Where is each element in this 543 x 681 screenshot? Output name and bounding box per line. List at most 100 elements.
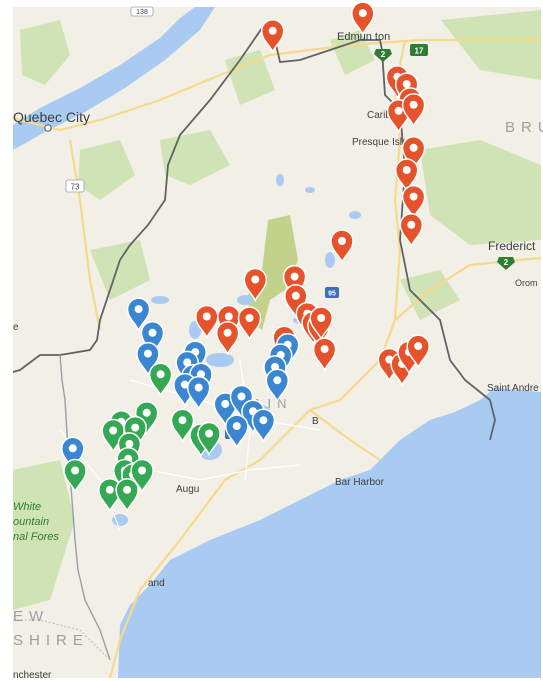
marker-pin-dot — [358, 9, 367, 18]
shield-73: 73 — [65, 179, 85, 193]
map-marker-red[interactable] — [312, 337, 337, 373]
park-area — [248, 215, 298, 330]
label-oromocto: Orom — [515, 278, 538, 288]
label-augusta: Augu — [176, 484, 199, 495]
label-white-mountain-2: ountain — [13, 516, 49, 528]
map-marker-blue[interactable] — [126, 297, 151, 333]
marker-pin-shape — [140, 321, 165, 356]
marker-pin-dot — [68, 444, 77, 453]
label-manchester: nchester — [13, 670, 52, 681]
map-marker-blue[interactable] — [251, 408, 276, 444]
label-portland: and — [148, 578, 165, 589]
map-marker-red[interactable] — [215, 321, 240, 356]
ocean — [118, 388, 541, 678]
marker-pin-dot — [338, 237, 346, 245]
map-marker-blue[interactable] — [229, 384, 254, 420]
marker-layer — [61, 1, 430, 513]
marker-pin-dot — [268, 26, 277, 35]
marker-pin-shape — [351, 1, 375, 37]
map-marker-red[interactable] — [394, 158, 419, 193]
map-marker-green[interactable] — [63, 458, 87, 494]
marker-pin-shape — [237, 306, 262, 341]
map-marker-blue[interactable] — [136, 341, 160, 377]
marker-pin-dot — [178, 416, 187, 425]
map-marker-red[interactable] — [401, 93, 426, 128]
label-presque-isle: Presque Isle — [352, 137, 408, 148]
marker-pin-dot — [290, 272, 299, 281]
map-marker-green[interactable] — [98, 478, 122, 513]
marker-pin-dot — [320, 345, 329, 354]
map-marker-blue[interactable] — [265, 368, 290, 404]
marker-pin-dot — [251, 275, 260, 284]
label-quebec-city: Quebec City — [13, 109, 90, 125]
marker-pin-shape — [260, 19, 285, 54]
label-new-hampshire-1: EW — [13, 608, 49, 625]
place-labels: Quebec City Edmun ton Carib Presque Isle… — [13, 31, 543, 681]
marker-pin-shape — [312, 337, 337, 373]
label-bar-harbor: Bar Harbor — [335, 477, 385, 488]
map-marker-red[interactable] — [330, 229, 354, 264]
map-marker-red[interactable] — [243, 267, 268, 303]
label-white-mountain-1: White — [13, 501, 41, 513]
marker-pin-shape — [394, 158, 419, 193]
river — [13, 7, 215, 150]
marker-pin-dot — [148, 328, 157, 337]
marker-pin-dot — [291, 291, 300, 300]
map-marker-blue[interactable] — [140, 321, 165, 356]
border-nh — [59, 354, 111, 661]
shield-73-label: 73 — [71, 183, 80, 192]
label-edge-e: e — [13, 322, 19, 333]
marker-pin-shape — [148, 362, 173, 398]
label-bangor: B — [312, 416, 319, 427]
map-marker-red[interactable] — [351, 1, 375, 37]
shield-17-label: 17 — [415, 47, 424, 56]
map-marker-blue[interactable] — [225, 414, 249, 450]
map-marker-red[interactable] — [237, 306, 262, 341]
map-marker-red[interactable] — [401, 136, 426, 171]
marker-pin-shape — [399, 213, 424, 248]
map-marker-red[interactable] — [309, 306, 333, 341]
map-marker-blue[interactable] — [61, 436, 85, 472]
label-brunswick: BRU — [505, 119, 543, 136]
marker-pin-dot — [237, 392, 246, 401]
marker-pin-shape — [186, 375, 211, 411]
label-white-mountain-3: nal Fores — [13, 531, 59, 543]
map-marker-green[interactable] — [170, 408, 195, 444]
map-marker-red[interactable] — [406, 334, 430, 370]
map-marker-red[interactable] — [195, 304, 219, 340]
marker-pin-shape — [130, 458, 154, 494]
map-marker-green[interactable] — [115, 478, 139, 513]
marker-pin-shape — [126, 297, 151, 333]
marker-pin-shape — [136, 341, 160, 377]
map-marker-red[interactable] — [399, 213, 424, 248]
map-marker-green[interactable] — [130, 458, 154, 494]
city-dots — [44, 124, 52, 132]
map-marker-green[interactable] — [148, 362, 173, 398]
shield-17: 17 — [410, 44, 428, 56]
marker-pin-dot — [224, 312, 233, 321]
border-qc — [12, 27, 263, 373]
marker-pin-shape — [98, 478, 122, 513]
map-marker-red[interactable] — [401, 184, 426, 220]
marker-pin-dot — [183, 358, 192, 367]
marker-pin-dot — [223, 328, 232, 337]
marker-pin-dot — [402, 166, 411, 174]
marker-pin-dot — [109, 426, 118, 435]
shield-2c-label: 2 — [504, 258, 509, 267]
marker-pin-shape — [265, 368, 290, 404]
marker-pin-dot — [142, 408, 151, 417]
marker-pin-dot — [194, 383, 203, 392]
marker-pin-dot — [394, 106, 403, 115]
marker-pin-shape — [225, 414, 249, 450]
marker-pin-dot — [134, 305, 143, 314]
marker-pin-dot — [402, 80, 411, 89]
map-marker-red[interactable] — [260, 19, 285, 54]
marker-pin-shape — [170, 408, 195, 444]
marker-pin-dot — [71, 466, 80, 475]
map-marker-red[interactable] — [282, 264, 307, 300]
shield-2c: 2 — [497, 257, 515, 270]
map-marker-green[interactable] — [197, 421, 221, 457]
marker-pin-dot — [409, 143, 418, 152]
map-marker-blue[interactable] — [186, 375, 211, 411]
